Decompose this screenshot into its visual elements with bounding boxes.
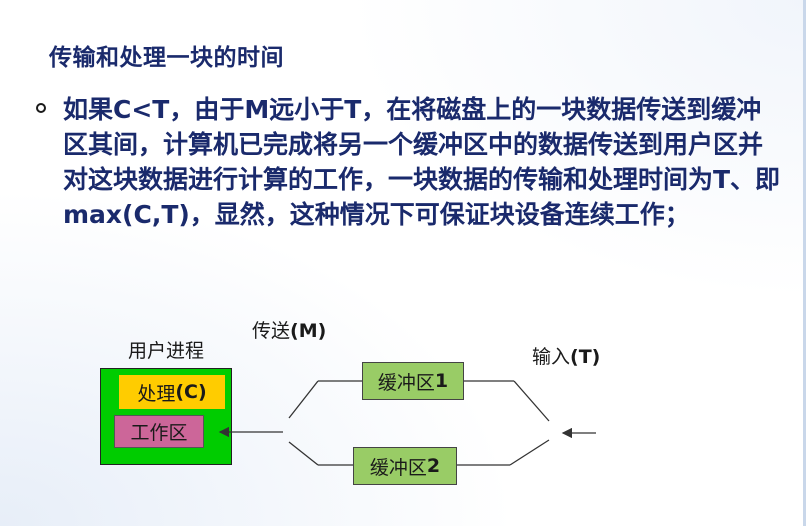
slide-edge [803,0,806,526]
transfer-label: 传送(M) [252,320,327,342]
slide-title: 传输和处理一块的时间 [49,45,284,71]
right-upper-connector [513,380,550,422]
process-box: 处理(C) [119,375,225,409]
user-process-label: 用户进程 [128,340,205,362]
input-label: 输入(T) [532,346,601,368]
slide-paragraph: 如果C<T，由于M远小于T，在将磁盘上的一块数据传送到缓冲区其间，计算机已完成将… [63,95,781,229]
work-area-box: 工作区 [114,415,204,448]
left-upper-connector [288,380,319,419]
right-lower-connector [509,439,550,466]
bullet-icon [36,103,46,113]
left-lower-connector [288,441,319,466]
